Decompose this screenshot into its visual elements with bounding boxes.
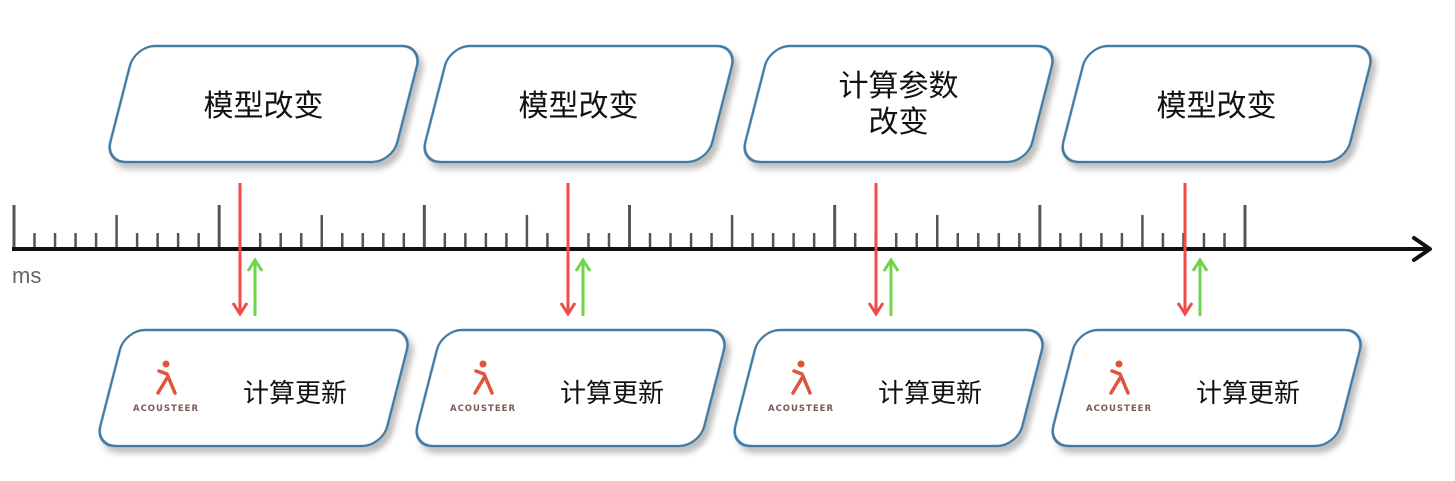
event-label: 计算参数 bbox=[839, 69, 959, 104]
result-label: 计算更新 bbox=[560, 379, 664, 409]
timeline-ticks bbox=[12, 205, 1247, 249]
arrow-up-icon bbox=[246, 257, 264, 272]
arrow-down-icon bbox=[231, 302, 249, 317]
arrow-down-icon bbox=[1176, 302, 1194, 317]
acousteer-logo-icon: ACOUSTEER bbox=[1086, 360, 1152, 414]
acousteer-logo-icon: ACOUSTEER bbox=[133, 360, 199, 414]
logo-text: ACOUSTEER bbox=[768, 404, 834, 414]
event-label: 模型改变 bbox=[1157, 89, 1277, 124]
result-box: ACOUSTEER 计算更新 bbox=[98, 328, 409, 448]
result-label: 计算更新 bbox=[243, 379, 347, 409]
arrows bbox=[231, 183, 1209, 317]
timeline-axis bbox=[12, 236, 1432, 262]
arrow-up-icon bbox=[574, 257, 592, 272]
event-label: 改变 bbox=[869, 105, 929, 140]
event-label: 模型改变 bbox=[519, 89, 639, 124]
acousteer-logo-icon: ACOUSTEER bbox=[450, 360, 516, 414]
result-label: 计算更新 bbox=[878, 379, 982, 409]
logo-text: ACOUSTEER bbox=[450, 404, 516, 414]
result-box: ACOUSTEER 计算更新 bbox=[1051, 328, 1362, 448]
acousteer-logo-icon: ACOUSTEER bbox=[768, 360, 834, 414]
result-box: ACOUSTEER 计算更新 bbox=[415, 328, 726, 448]
logo-text: ACOUSTEER bbox=[1086, 404, 1152, 414]
top-event-box: 模型改变 bbox=[423, 44, 734, 164]
top-event-box: 模型改变 bbox=[108, 44, 419, 164]
result-box: ACOUSTEER 计算更新 bbox=[733, 328, 1044, 448]
arrow-down-icon bbox=[559, 302, 577, 317]
arrow-down-icon bbox=[867, 302, 885, 317]
time-unit-label: ms bbox=[12, 263, 41, 288]
result-label: 计算更新 bbox=[1196, 379, 1300, 409]
event-label: 模型改变 bbox=[204, 89, 324, 124]
logo-text: ACOUSTEER bbox=[133, 404, 199, 414]
arrow-up-icon bbox=[1191, 257, 1209, 272]
arrow-up-icon bbox=[882, 257, 900, 272]
axis-arrowhead-icon bbox=[1412, 236, 1432, 262]
top-event-box: 模型改变 bbox=[1061, 44, 1372, 164]
